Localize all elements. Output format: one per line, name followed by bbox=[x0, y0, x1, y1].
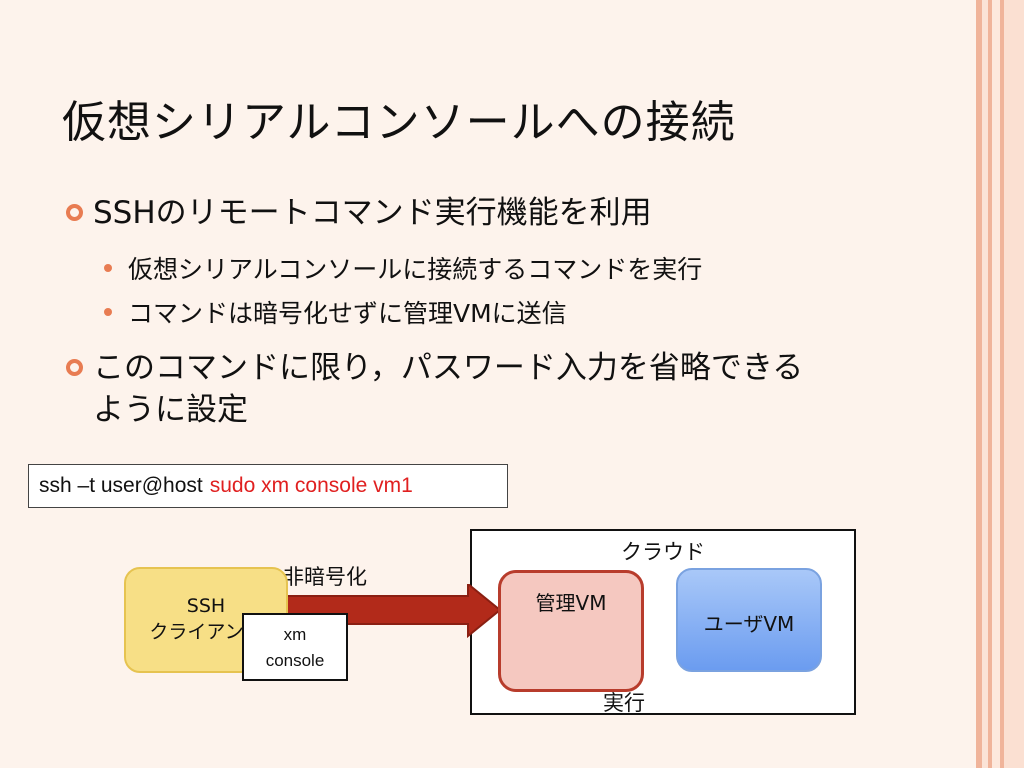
decor-stripe bbox=[1000, 0, 1004, 768]
user-vm-box: ユーザVM bbox=[676, 568, 822, 672]
unencrypted-label: 非暗号化 bbox=[283, 565, 367, 589]
cloud-label: クラウド bbox=[621, 540, 705, 564]
ssh-client-label: SSH bbox=[186, 595, 226, 617]
decor-stripe bbox=[976, 0, 982, 768]
bullet-ring-icon bbox=[66, 204, 83, 221]
xm-console-label: console bbox=[265, 651, 325, 670]
command-prefix: ssh –t user@host bbox=[39, 474, 203, 497]
decor-stripe bbox=[1004, 0, 1024, 768]
sub-bullet-item: 仮想シリアルコンソールに接続するコマンドを実行 bbox=[104, 250, 702, 286]
decor-stripe bbox=[982, 0, 988, 768]
sub-bullet-item: コマンドは暗号化せずに管理VMに送信 bbox=[104, 294, 567, 330]
command-box: ssh –t user@host sudo xm console vm1 bbox=[28, 464, 508, 508]
slide-title: 仮想シリアルコンソールへの接続 bbox=[62, 97, 736, 148]
decor-stripe bbox=[988, 0, 992, 768]
sub-bullet-text: コマンドは暗号化せずに管理VMに送信 bbox=[128, 299, 567, 328]
command-highlight: sudo xm console vm1 bbox=[209, 474, 413, 497]
bullet-item: SSHのリモートコマンド実行機能を利用 bbox=[66, 192, 652, 234]
decor-stripe bbox=[992, 0, 1000, 768]
bullet-dot-icon bbox=[104, 264, 112, 272]
bullet-dot-icon bbox=[104, 308, 112, 316]
sub-bullet-text: 仮想シリアルコンソールに接続するコマンドを実行 bbox=[128, 255, 703, 284]
xm-console-box: xm console bbox=[242, 613, 348, 681]
bullet-item: このコマンドに限り，パスワード入力を省略できる ように設定 bbox=[66, 347, 803, 431]
bullet-ring-icon bbox=[66, 359, 83, 376]
execute-label: 実行 bbox=[603, 691, 645, 715]
management-vm-label: 管理VM bbox=[535, 591, 607, 615]
bullet-text: SSHのリモートコマンド実行機能を利用 bbox=[93, 195, 652, 231]
xm-console-label: xm bbox=[283, 625, 307, 644]
management-vm-box: 管理VM bbox=[498, 570, 644, 692]
ssh-client-label: クライアント bbox=[149, 621, 263, 643]
bullet-text: このコマンドに限り，パスワード入力を省略できる bbox=[93, 350, 804, 386]
user-vm-label: ユーザVM bbox=[703, 612, 795, 636]
bullet-text-continued: ように設定 bbox=[93, 392, 248, 428]
